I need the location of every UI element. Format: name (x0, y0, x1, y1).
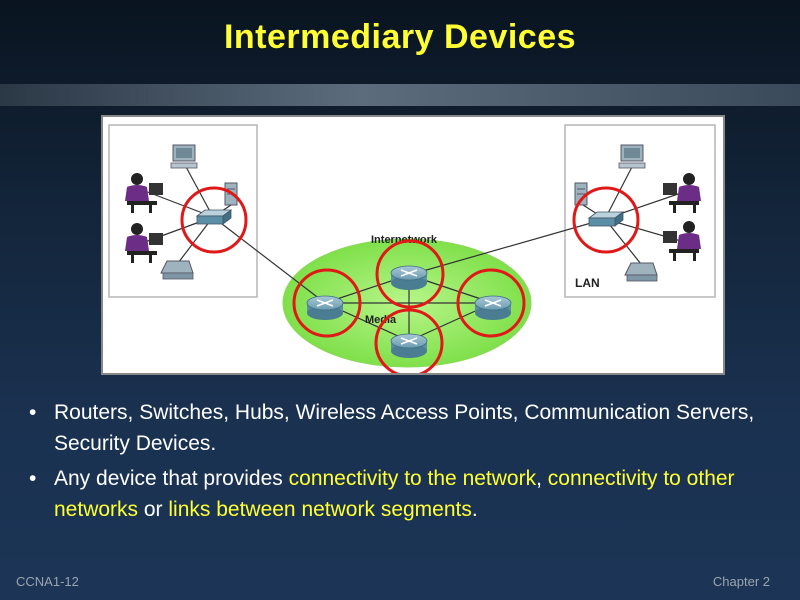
footer-course: CCNA1-12 (16, 574, 79, 589)
bullet-text: Routers, Switches, Hubs, Wireless Access… (54, 401, 754, 455)
bullet-text-part: or (138, 498, 168, 521)
bullet-text-part: Any device that provides (54, 467, 289, 490)
lan-label: LAN (575, 276, 600, 290)
highlighted-phrase: links between network segments (168, 498, 472, 521)
slide-title: Intermediary Devices (0, 18, 800, 57)
router-icon (391, 266, 427, 290)
bullet-list: Routers, Switches, Hubs, Wireless Access… (25, 397, 785, 529)
pc-icon (619, 145, 645, 168)
bullet-text-part: . (472, 498, 478, 521)
router-icon (307, 296, 343, 320)
bullet-item: Any device that provides connectivity to… (25, 463, 785, 525)
network-diagram: Internetwork Media LAN (101, 115, 725, 375)
switch-icon (589, 212, 623, 226)
router-icon (391, 334, 427, 358)
title-band (0, 84, 800, 106)
ip-phone-icon (161, 261, 193, 279)
pc-icon (171, 145, 197, 168)
bullet-text-part: , (536, 467, 548, 490)
switch-icon (197, 210, 231, 224)
bullet-item: Routers, Switches, Hubs, Wireless Access… (25, 397, 785, 459)
ip-phone-icon (625, 263, 657, 281)
highlighted-phrase: connectivity to the network (289, 467, 536, 490)
router-icon (475, 296, 511, 320)
footer-chapter: Chapter 2 (713, 574, 770, 589)
